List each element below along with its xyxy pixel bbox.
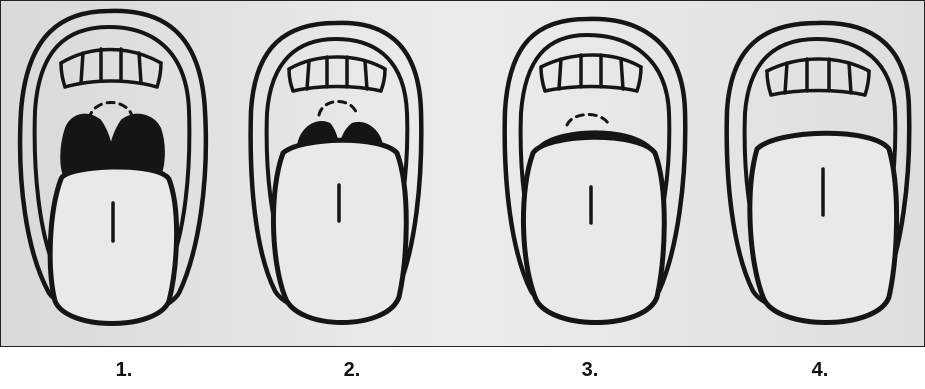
label-row: 1. 2. 3. 4.	[0, 347, 925, 389]
label-4: 4.	[790, 359, 850, 382]
label-2: 2.	[322, 359, 382, 382]
illustration-panel	[0, 0, 925, 347]
tongue-2	[273, 140, 406, 322]
tongue-3	[523, 137, 664, 322]
label-1: 1.	[94, 359, 154, 382]
mouth-diagrams	[1, 1, 924, 346]
tongue-1	[50, 167, 176, 324]
label-3: 3.	[560, 359, 620, 382]
tongue-4	[750, 133, 897, 322]
